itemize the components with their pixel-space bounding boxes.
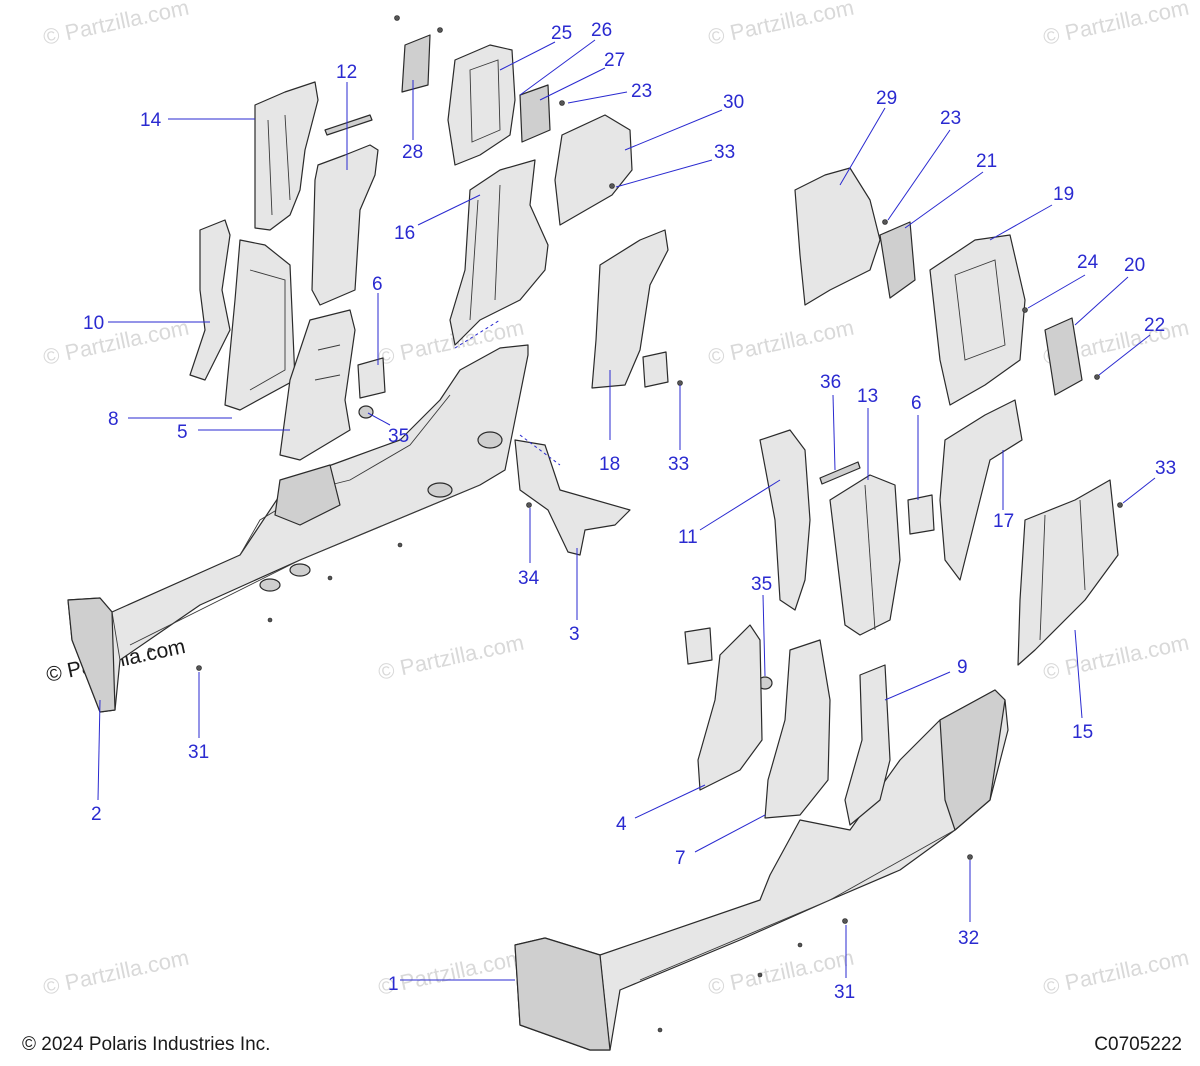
right-trim-17 [939,399,1023,581]
watermark: © Partzilla.com [376,630,526,685]
callout-label: 26 [591,20,612,41]
callout-label: 27 [604,50,625,71]
right-panel-15 [1017,479,1119,666]
callout-label: 3 [569,624,580,645]
callout-label: 15 [1072,722,1093,743]
callout-label: 2 [91,804,102,825]
right-panel-7 [764,639,831,819]
left-bracket-6 [357,357,386,399]
callout-label: 30 [723,92,744,113]
right-strip-36 [819,461,861,485]
left-trim-16 [449,159,549,346]
callout-label: 5 [177,422,188,443]
callout-label: 20 [1124,255,1145,276]
left-trim-12 [311,114,379,306]
callout-label: 10 [83,313,104,334]
left-bracket-33-plate [642,351,669,388]
callout-label: 33 [1155,458,1176,479]
left-bracket-3 [514,439,631,556]
right-panel-4 [697,624,763,791]
callout-label: 31 [834,982,855,1003]
left-panel-8 [224,239,296,411]
callout-label: 36 [820,372,841,393]
watermark: © Partzilla.com [1041,630,1191,685]
leader-lines [97,39,1156,981]
callout-label: 4 [616,814,627,835]
left-front-pillar-14 [254,81,319,231]
copyright-text: © 2024 Polaris Industries Inc. [22,1034,271,1055]
watermark: © Partzilla.com [706,315,856,370]
right-plate-20 [1044,317,1083,396]
callout-numbers: 1 2 3 4 5 6 6 7 8 9 10 11 12 13 14 15 16… [83,20,1176,1003]
watermark: © Partzilla.com [706,0,856,50]
left-panel-18 [591,229,669,389]
right-vent-19 [929,234,1026,406]
callout-label: 6 [911,393,922,414]
callout-label: 28 [402,142,423,163]
callout-label: 18 [599,454,620,475]
left-mesh-28 [401,34,431,93]
callout-label: 34 [518,568,540,589]
callout-label: 1 [388,974,399,995]
watermark: © Partzilla.com [1041,0,1191,50]
callout-label: 6 [372,274,383,295]
callout-label: 33 [668,454,689,475]
right-pillar-11 [759,429,811,611]
right-bracket-6 [907,494,935,535]
callout-label: 35 [751,574,772,595]
right-pillar-9 [844,664,891,826]
watermark: © Partzilla.com [1041,945,1191,1000]
grommet-35 [358,405,374,419]
left-panel-5 [279,309,356,461]
callout-label: 12 [336,62,357,83]
callout-label: 35 [388,426,409,447]
right-rocker-panel [514,689,1009,1051]
callout-label: 8 [108,409,119,430]
callout-label: 24 [1077,252,1099,273]
left-vent-25 [447,44,516,166]
callout-label: 14 [140,110,162,131]
callout-label: 7 [675,848,686,869]
callout-label: 23 [631,81,652,102]
right-panel-29 [794,167,881,306]
callout-label: 33 [714,142,735,163]
callout-label: 31 [188,742,209,763]
callout-label: 9 [957,657,968,678]
left-rocker-panel [67,344,529,713]
diagram-code: C0705222 [1094,1034,1182,1055]
callout-label: 11 [678,527,698,548]
right-grille-21 [879,221,916,299]
callout-label: 13 [857,386,878,407]
left-bracket-10 [189,219,231,381]
fasteners [147,15,1123,1033]
callout-label: 21 [976,151,997,172]
callout-label: 29 [876,88,897,109]
callout-label: 19 [1053,184,1074,205]
left-panel-30 [554,114,633,226]
callout-label: 17 [993,511,1014,532]
watermark: © Partzilla.com [41,945,191,1000]
callout-label: 16 [394,223,415,244]
left-grille-26 [519,84,551,143]
right-pillar-13 [829,474,901,636]
right-bracket-plate-4 [684,627,713,665]
callout-label: 32 [958,928,979,949]
watermark: © Partzilla.com [41,0,191,50]
watermark: © Partzilla.com [41,315,191,370]
callout-label: 25 [551,23,572,44]
callout-label: 23 [940,108,961,129]
callout-label: 22 [1144,315,1165,336]
